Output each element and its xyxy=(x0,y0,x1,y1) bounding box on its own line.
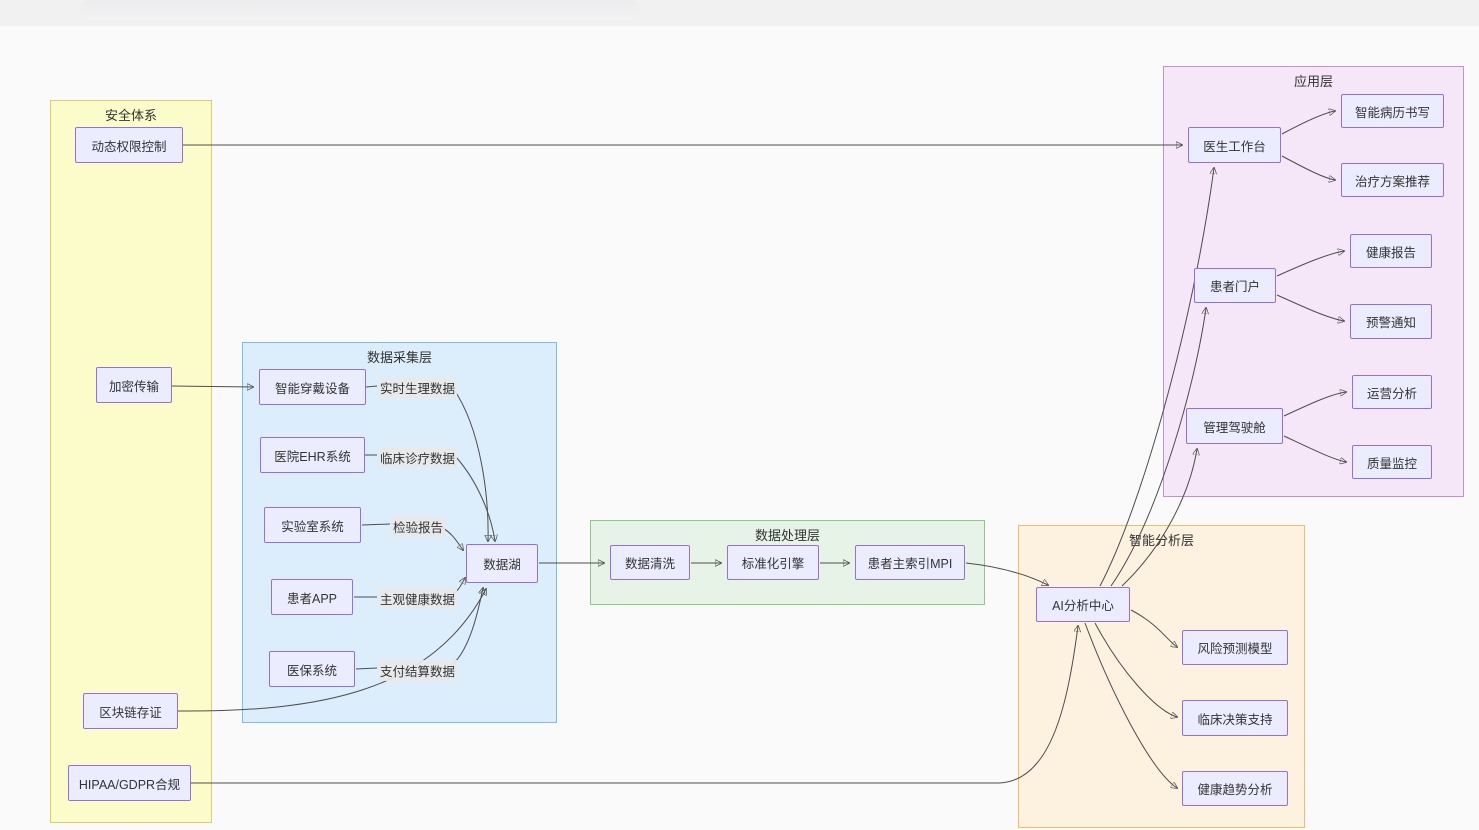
node-mgmt-cockpit: 管理驾驶舱 xyxy=(1186,408,1283,444)
node-patient-mpi: 患者主索引MPI xyxy=(855,545,965,580)
region-application-title: 应用层 xyxy=(1293,74,1333,89)
edge-label-subjective-health: 主观健康数据 xyxy=(378,588,458,609)
node-hospital-ehr: 医院EHR系统 xyxy=(260,437,365,473)
node-patient-app: 患者APP xyxy=(271,579,353,615)
node-data-lake: 数据湖 xyxy=(466,544,538,583)
node-wearable: 智能穿戴设备 xyxy=(259,369,366,405)
node-dynamic-permission: 动态权限控制 xyxy=(75,127,183,163)
region-data-processing-title: 数据处理层 xyxy=(754,528,820,543)
edge-label-payment-data: 支付结算数据 xyxy=(378,660,458,681)
node-hipaa-gdpr: HIPAA/GDPR合规 xyxy=(68,765,191,801)
node-risk-model: 风险预测模型 xyxy=(1182,630,1288,665)
node-encrypted-transfer: 加密传输 xyxy=(96,367,172,403)
top-bar xyxy=(0,0,1479,26)
node-doctor-workbench: 医生工作台 xyxy=(1188,127,1281,163)
node-ai-center: AI分析中心 xyxy=(1036,587,1130,622)
edge-label-realtime-physio: 实时生理数据 xyxy=(378,377,458,398)
node-clinical-decision: 临床决策支持 xyxy=(1182,700,1288,736)
node-smart-record: 智能病历书写 xyxy=(1341,94,1444,128)
region-data-collection-title: 数据采集层 xyxy=(366,350,432,365)
node-health-report: 健康报告 xyxy=(1350,234,1432,268)
node-patient-portal: 患者门户 xyxy=(1194,268,1276,303)
node-laboratory: 实验室系统 xyxy=(264,507,361,543)
region-ai-analysis-title: 智能分析层 xyxy=(1128,533,1194,548)
node-alert-notice: 预警通知 xyxy=(1350,304,1432,339)
edge-label-clinical-data: 临床诊疗数据 xyxy=(378,447,458,468)
node-health-trend: 健康趋势分析 xyxy=(1182,771,1288,806)
node-standardization: 标准化引擎 xyxy=(727,545,819,580)
node-data-cleaning: 数据清洗 xyxy=(610,545,690,580)
edge-label-lab-report: 检验报告 xyxy=(391,516,446,537)
node-treatment-rec: 治疗方案推荐 xyxy=(1341,163,1444,197)
node-quality-monitor: 质量监控 xyxy=(1352,445,1432,479)
node-insurance: 医保系统 xyxy=(269,651,355,687)
node-operation-analysis: 运营分析 xyxy=(1352,375,1432,409)
tab-ghost-shape xyxy=(80,0,640,20)
region-security-title: 安全体系 xyxy=(104,108,157,123)
node-blockchain: 区块链存证 xyxy=(83,693,178,729)
